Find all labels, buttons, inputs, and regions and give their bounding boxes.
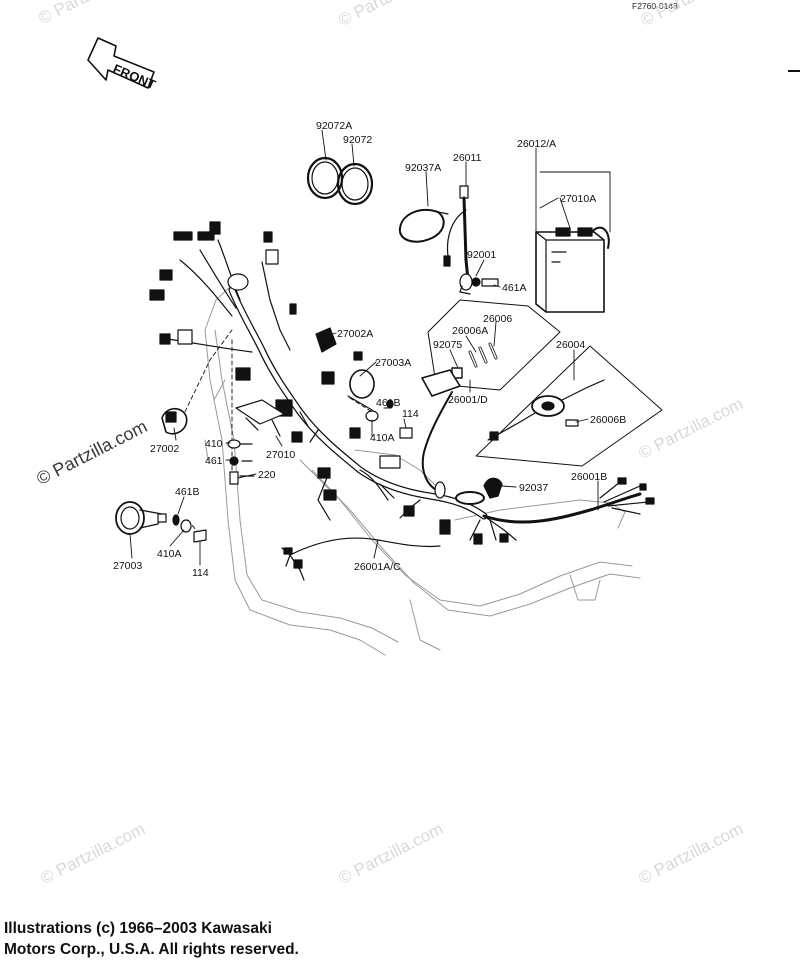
copyright-notice: Illustrations (c) 1966–2003 Kawasaki Mot… <box>4 918 299 960</box>
fasteners-bottom <box>172 514 207 543</box>
part-label: 461A <box>502 282 527 294</box>
part-label: 220 <box>258 469 276 481</box>
relay-inset <box>475 345 663 467</box>
part-label: 410A <box>157 548 182 560</box>
part-label: 26006A <box>452 325 489 337</box>
copyright-line-2: Motors Corp., U.S.A. All rights reserved… <box>4 941 299 958</box>
part-label: 27002A <box>337 328 374 340</box>
copyright-line-1: Illustrations (c) 1966–2003 Kawasaki <box>4 920 272 937</box>
part-label: 26011 <box>453 152 482 164</box>
fasteners-mid <box>365 399 413 439</box>
harness-26001ac <box>281 537 441 581</box>
part-label: 461B <box>175 486 200 498</box>
fasteners-left <box>227 439 255 485</box>
diagram-code: F2760-0143 <box>632 1 678 11</box>
part-label: 92072A <box>316 120 353 132</box>
band-92072 <box>336 162 374 206</box>
part-label: 461B <box>376 397 401 409</box>
part-label: 114 <box>192 567 209 579</box>
harness-26001d <box>421 391 485 505</box>
fuse-block <box>421 369 461 397</box>
clamp-92037 <box>483 477 503 499</box>
part-label: 27002 <box>150 443 180 455</box>
cable-26011 <box>443 185 473 295</box>
part-label: 92075 <box>433 339 463 351</box>
horn-27003 <box>115 501 167 535</box>
part-label: 92037A <box>405 162 442 174</box>
part-label: 27003A <box>375 357 412 369</box>
bolt-92001 <box>471 277 499 287</box>
part-label: 92001 <box>467 249 497 261</box>
part-label: 27010A <box>560 193 597 205</box>
part-label: 92037 <box>519 482 549 494</box>
horn-27003a <box>347 369 375 411</box>
front-arrow-icon: FRONT <box>87 37 158 92</box>
part-label: 27010 <box>266 449 296 461</box>
part-label: 26006 <box>483 313 513 325</box>
harness-26001b <box>469 477 655 545</box>
strap-92037a <box>398 209 449 243</box>
horn-27002a <box>315 327 337 353</box>
frame-outline <box>204 284 641 656</box>
part-label: 114 <box>402 408 419 420</box>
part-label: 92072 <box>343 134 373 146</box>
part-label: 26001/D <box>448 394 488 406</box>
main-harness <box>149 221 488 535</box>
bracket-27010 <box>235 399 285 437</box>
part-label: 26012/A <box>517 138 557 150</box>
band-92072a <box>306 156 344 200</box>
battery-26012a <box>535 226 610 313</box>
part-label: 26004 <box>556 339 586 351</box>
leader-lines <box>129 129 611 566</box>
part-label: 26001A/C <box>354 561 401 573</box>
part-label: 27003 <box>113 560 143 572</box>
edge-mark <box>788 70 800 72</box>
part-label: 410 <box>205 438 223 450</box>
part-label: 26006B <box>590 414 627 426</box>
part-label: 26001B <box>571 471 608 483</box>
part-label: 410A <box>370 432 395 444</box>
reference-lines <box>181 329 373 541</box>
part-label: 461 <box>205 455 223 467</box>
part-27002 <box>161 407 188 435</box>
